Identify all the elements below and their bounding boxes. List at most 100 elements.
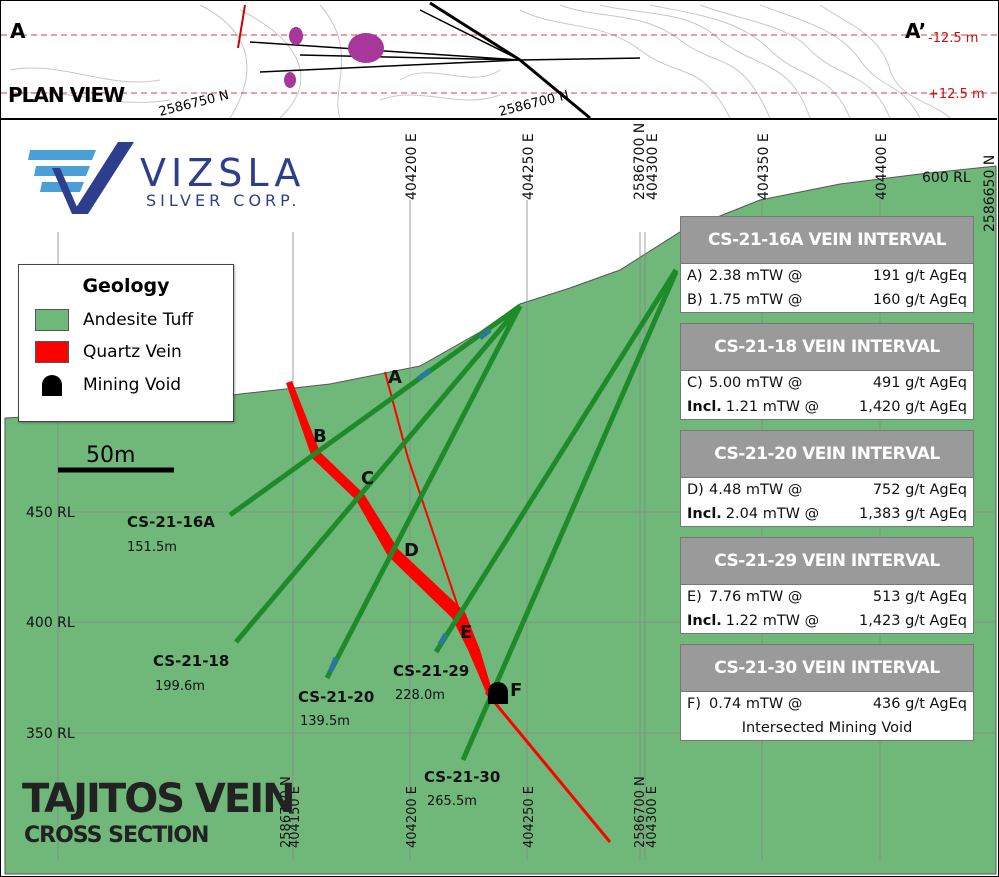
interval-row: Incl.2.04 mTW @ 1,383 g/t AgEq	[681, 502, 973, 526]
plan-title: PLAN VIEW	[8, 83, 125, 107]
interval-row: Intersected Mining Void	[681, 716, 973, 740]
legend-label-void: Mining Void	[83, 375, 182, 395]
hole-depth-cs21-16a: 151.5m	[127, 540, 177, 555]
row-grade: 191 g/t AgEq	[872, 268, 967, 284]
row-key: Incl.	[687, 613, 722, 629]
hole-label-cs21-29: CS-21-29	[393, 662, 469, 680]
tuff-swatch	[35, 309, 69, 331]
interval-row: C)5.00 mTW @491 g/t AgEq	[681, 371, 973, 395]
legend-item-vein: Quartz Vein	[35, 341, 182, 363]
point-label-c: C	[361, 468, 374, 489]
interval-title: CS-21-16A VEIN INTERVAL	[681, 217, 973, 264]
legend-item-void: Mining Void	[35, 373, 181, 397]
row-key: B)	[687, 292, 703, 308]
row-key: A)	[687, 268, 703, 284]
legend-label-tuff: Andesite Tuff	[83, 310, 194, 330]
grid-label-404350e: 404350 E	[756, 133, 772, 200]
row-grade: 1,423 g/t AgEq	[859, 613, 967, 629]
row-width: 1.21 mTW @	[725, 399, 820, 415]
row-note: Intersected Mining Void	[741, 720, 913, 736]
grid-bottom-404150e: 404150 E	[288, 786, 303, 848]
row-width: 1.75 mTW @	[709, 292, 803, 308]
hole-depth-cs21-18: 199.6m	[155, 679, 205, 694]
logo-tagline: SILVER CORP.	[146, 191, 300, 210]
grid-bottom-2586750n: 2586750 N	[279, 776, 294, 848]
row-key: Incl.	[687, 506, 722, 522]
drill-holes	[228, 268, 679, 762]
plan-plus-label: +12.5 m	[928, 87, 985, 102]
legend-title: Geology	[82, 275, 170, 297]
plan-view-panel: A A’ -12.5 m +12.5 m PLAN VIEW 2586750 N…	[1, 1, 997, 120]
row-grade: 491 g/t AgEq	[872, 375, 967, 391]
grid-label-404200e: 404200 E	[404, 133, 420, 200]
row-grade: 1,383 g/t AgEq	[859, 506, 967, 522]
row-key: D)	[687, 482, 704, 498]
mining-void	[488, 682, 508, 704]
row-width: 0.74 mTW @	[709, 696, 803, 712]
plan-corner-right: A’	[905, 19, 926, 43]
row-width: 1.22 mTW @	[725, 613, 820, 629]
interval-row: A) 2.38 mTW @ 191 g/t AgEq	[681, 264, 973, 288]
rl-label-350: 350 RL	[26, 726, 75, 742]
vizsla-logo: VIZSLA SILVER CORP.	[28, 142, 305, 214]
vein-swatch	[35, 341, 69, 363]
grid-label-2586650n: 2586650 N	[982, 155, 998, 232]
interval-row: E) 7.76 mTW @ 513 g/t AgEq	[681, 585, 973, 609]
grid-label-404250e: 404250 E	[521, 133, 537, 200]
hole-label-cs21-30: CS-21-30	[424, 768, 500, 786]
plan-minus-label: -12.5 m	[928, 31, 978, 46]
row-width: 2.38 mTW @	[709, 268, 803, 284]
interval-box-cs21-29: CS-21-29 VEIN INTERVAL E) 7.76 mTW @ 513 g…	[680, 537, 974, 634]
legend-item-tuff: Andesite Tuff	[35, 309, 193, 331]
hole-depth-cs21-30: 265.5m	[427, 794, 477, 809]
row-width: 4.48 mTW @	[709, 482, 803, 498]
row-grade: 436 g/t AgEq	[872, 696, 967, 712]
point-label-d: D	[404, 540, 419, 561]
interval-row: F) 0.74 mTW @ 436 g/t AgEq	[681, 692, 973, 716]
row-key: E)	[687, 589, 702, 605]
section-subtitle: CROSS SECTION	[24, 823, 208, 848]
row-key: Incl.	[687, 399, 722, 415]
interval-title: CS-21-20 VEIN INTERVAL	[681, 431, 973, 478]
void-icon	[42, 375, 62, 396]
grid-label-404400e: 404400 E	[874, 133, 890, 200]
scale-bar-label: 50m	[86, 443, 135, 468]
point-label-a: A	[388, 367, 402, 388]
row-width: 7.76 mTW @	[709, 589, 803, 605]
section-title: TAJITOS VEIN	[22, 776, 294, 822]
row-grade: 752 g/t AgEq	[872, 482, 967, 498]
hole-label-cs21-16a: CS-21-16A	[127, 513, 215, 531]
interval-box-cs21-18: CS-21-18 VEIN INTERVAL C)5.00 mTW @491 g…	[680, 323, 974, 420]
interval-box-cs21-20: CS-21-20 VEIN INTERVAL D) 4.48 mTW @ 752 g…	[680, 430, 974, 527]
hole-depth-cs21-29: 228.0m	[395, 688, 445, 703]
interval-box-cs21-30: CS-21-30 VEIN INTERVAL F) 0.74 mTW @ 436 g…	[680, 644, 974, 741]
interval-row: Incl.1.21 mTW @ 1,420 g/t AgEq	[681, 395, 973, 419]
interval-title: CS-21-29 VEIN INTERVAL	[681, 538, 973, 585]
grid-bottom-2586700n: 2586700 N	[633, 776, 648, 848]
grid-bottom-404200e: 404200 E	[405, 786, 420, 848]
hole-label-cs21-18: CS-21-18	[153, 652, 229, 670]
point-label-b: B	[313, 426, 327, 447]
interval-title: CS-21-30 VEIN INTERVAL	[681, 645, 973, 692]
grid-bottom-404300e: 404300 E	[645, 786, 660, 848]
interval-row: D) 4.48 mTW @ 752 g/t AgEq	[681, 478, 973, 502]
row-grade: 160 g/t AgEq	[872, 292, 967, 308]
rl-label-450: 450 RL	[26, 505, 75, 521]
point-label-e: E	[460, 622, 472, 643]
interval-title: CS-21-18 VEIN INTERVAL	[681, 324, 973, 371]
interval-row: Incl.1.22 mTW @ 1,423 g/t AgEq	[681, 609, 973, 633]
logo-wordmark: VIZSLA	[140, 151, 305, 195]
row-width: 5.00 mTW @	[709, 375, 803, 391]
grid-label-2586700n: 2586700 N	[632, 123, 648, 200]
row-grade: 513 g/t AgEq	[872, 589, 967, 605]
rl-label-400: 400 RL	[26, 615, 75, 631]
interval-row: B) 1.75 mTW @ 160 g/t AgEq	[681, 288, 973, 312]
hole-depth-cs21-20: 139.5m	[300, 714, 350, 729]
row-grade: 1,420 g/t AgEq	[859, 399, 967, 415]
legend-label-vein: Quartz Vein	[83, 342, 182, 362]
row-width: 2.04 mTW @	[725, 506, 820, 522]
interval-box-cs21-16a: CS-21-16A VEIN INTERVAL A) 2.38 mTW @ 191 …	[680, 216, 974, 313]
row-key: F)	[687, 696, 701, 712]
grid-bottom-404250e: 404250 E	[522, 786, 537, 848]
grid-label-600rl: 600 RL	[922, 170, 971, 186]
